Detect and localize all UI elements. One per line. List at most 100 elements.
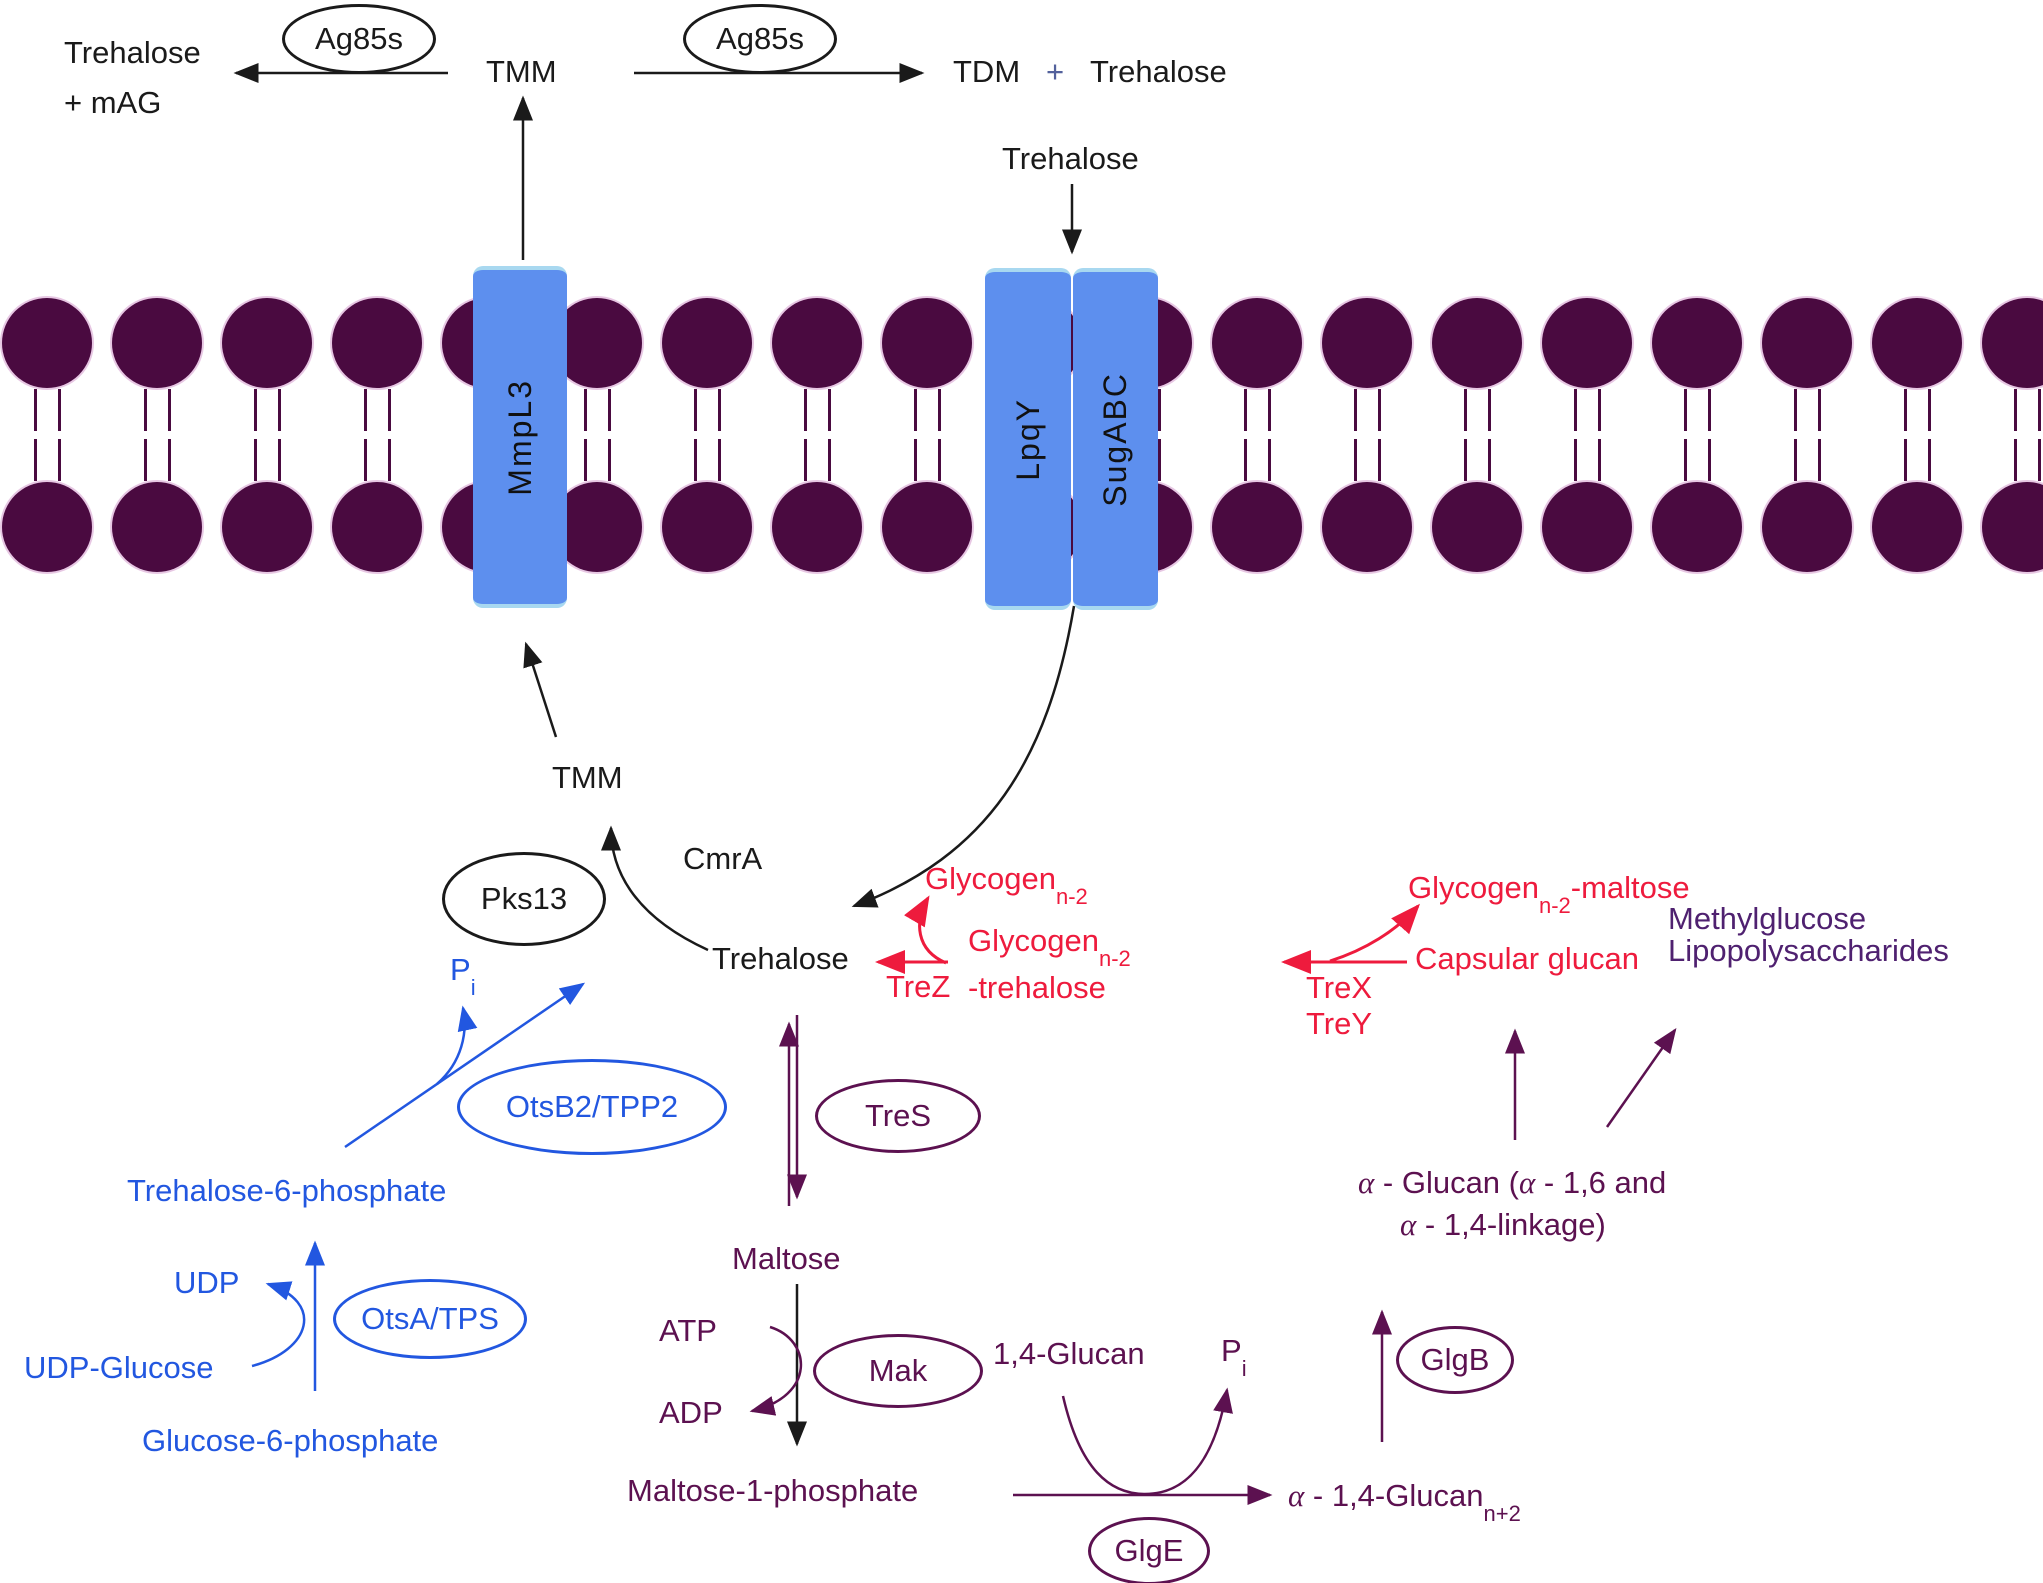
- lipid-tail: [1268, 439, 1271, 481]
- lipid-tail: [584, 389, 587, 431]
- trehalose-released: Trehalose: [1090, 54, 1227, 89]
- lipid-tail: [1158, 389, 1161, 431]
- lpqy-transporter: LpqY: [985, 268, 1071, 610]
- glycogen-n2-trehalose-line1: Glycogenn-2: [968, 924, 1131, 970]
- lipid-tail: [608, 439, 611, 481]
- lipid-tail: [694, 389, 697, 431]
- curve-trez-to-glycogen: [904, 895, 947, 965]
- lipid-head: [662, 298, 752, 388]
- maltose-label: Maltose: [732, 1241, 841, 1276]
- trehalose-6-phosphate: Trehalose-6-phosphate: [127, 1173, 447, 1208]
- plus-sign: +: [1046, 54, 1065, 89]
- lipid-tail: [1464, 439, 1467, 481]
- trehalose-mag-product: Trehalose: [64, 35, 201, 70]
- otsb2-label: OtsB2/TPP2: [505, 1089, 679, 1124]
- alpha-glyph-4: α: [1400, 1207, 1417, 1242]
- lipid-tail: [388, 389, 391, 431]
- lipid-tail: [804, 389, 807, 431]
- lipid-tail: [364, 389, 367, 431]
- lipid-tail: [1794, 439, 1797, 481]
- lipid-head: [332, 482, 422, 572]
- glycogen-n2-text: Glycogen: [925, 861, 1056, 896]
- lipid-head: [2, 482, 92, 572]
- ag85s-left-label: Ag85s: [315, 21, 403, 56]
- lipid-tail: [828, 389, 831, 431]
- otsa-label: OtsA/TPS: [361, 1301, 499, 1336]
- lipid-tail: [1818, 389, 1821, 431]
- curve-udpglucose-to-udp: [251, 1281, 306, 1368]
- lipid-tail: [1928, 439, 1931, 481]
- lipid-head: [1872, 482, 1962, 572]
- glge-label: GlgE: [1114, 1533, 1184, 1568]
- alpha-glucan-t1: - Glucan (: [1374, 1165, 1519, 1200]
- trey-label: TreY: [1306, 1006, 1373, 1041]
- lipid-tail: [1488, 389, 1491, 431]
- lipid-head: [332, 298, 422, 388]
- lipid-tail: [1684, 439, 1687, 481]
- lipid-tail: [1684, 389, 1687, 431]
- lipid-tail: [1708, 439, 1711, 481]
- lipid-tail: [938, 439, 941, 481]
- lipid-head: [222, 482, 312, 572]
- lipid-head: [2, 298, 92, 388]
- lipid-tail: [938, 389, 941, 431]
- curve-atp-to-adp: [749, 1325, 803, 1416]
- lipid-head: [222, 298, 312, 388]
- glgb-ellipse: GlgB: [1396, 1326, 1514, 1394]
- methylglucose: Methylglucose: [1668, 901, 1867, 936]
- lipid-head: [1212, 482, 1302, 572]
- lipid-tail: [584, 439, 587, 481]
- lipid-head: [1322, 482, 1412, 572]
- lipid-tail: [254, 389, 257, 431]
- lipid-tail: [1378, 439, 1381, 481]
- lipid-tail: [694, 439, 697, 481]
- lipid-tail: [278, 439, 281, 481]
- lipid-tail: [1378, 389, 1381, 431]
- lipid-head: [1762, 298, 1852, 388]
- lipid-tail: [364, 439, 367, 481]
- lipid-head: [112, 298, 202, 388]
- pi-glge: Pi: [1221, 1334, 1247, 1380]
- lipid-tail: [914, 389, 917, 431]
- arrow-aglucan-to-lps: [1605, 1027, 1677, 1128]
- lipid-tail: [1488, 439, 1491, 481]
- alpha-14-glucan-n2: α - 1,4-Glucann+2: [1288, 1478, 1521, 1525]
- capsular-glucan: Capsular glucan: [1415, 941, 1640, 976]
- lipid-tail: [1268, 389, 1271, 431]
- alpha-14-glucan-sub: n+2: [1483, 1501, 1521, 1527]
- lipid-tail: [254, 439, 257, 481]
- otsb2-ellipse: OtsB2/TPP2: [457, 1059, 727, 1155]
- udp-glucose: UDP-Glucose: [24, 1350, 214, 1385]
- lipid-head: [1542, 482, 1632, 572]
- lipid-head: [552, 482, 642, 572]
- lipid-head: [882, 482, 972, 572]
- lipid-tail: [1354, 439, 1357, 481]
- lipid-tail: [1928, 389, 1931, 431]
- lipid-tail: [2014, 439, 2017, 481]
- lipid-tail: [1244, 439, 1247, 481]
- tmm-cytosol: TMM: [552, 760, 623, 795]
- mag-product: + mAG: [64, 85, 162, 120]
- lipid-head: [1872, 298, 1962, 388]
- curve-lpqy-to-trehalose: [851, 605, 1076, 908]
- lipid-tail: [1158, 439, 1161, 481]
- alpha-glucan-t2: - 1,6 and: [1535, 1165, 1667, 1200]
- trez-label: TreZ: [886, 969, 951, 1004]
- lipid-head: [1432, 298, 1522, 388]
- alpha-glucan-line2: α - 1,4-linkage): [1400, 1208, 1606, 1241]
- tres-label: TreS: [864, 1098, 932, 1133]
- lipid-tail: [144, 439, 147, 481]
- lipid-tail: [718, 439, 721, 481]
- lipid-head: [772, 482, 862, 572]
- alpha-14-glucan-mid: - 1,4-Glucan: [1304, 1478, 1484, 1513]
- glycogen-n2-maltose-sub: n-2: [1538, 893, 1571, 919]
- lipid-tail: [1244, 389, 1247, 431]
- adp-label: ADP: [659, 1395, 723, 1430]
- lipid-head: [1542, 298, 1632, 388]
- glycogen-maltose-suffix: -maltose: [1570, 870, 1690, 905]
- lipid-head: [1762, 482, 1852, 572]
- arrow-tmm-to-mmpl3: [523, 641, 558, 738]
- lipid-tail: [34, 439, 37, 481]
